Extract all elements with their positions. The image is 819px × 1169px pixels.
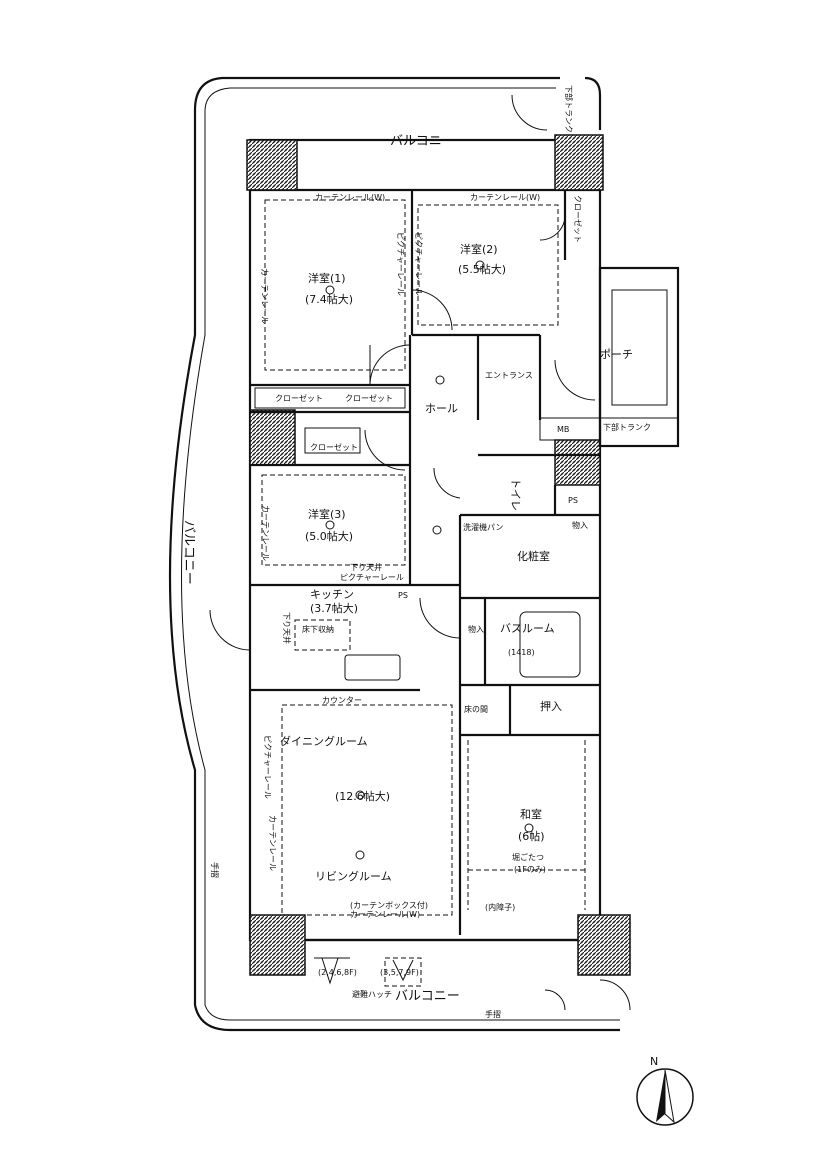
kotatsu-note: (1Fのみ)	[514, 865, 546, 874]
lowered-ceiling-label: 下り天井	[350, 562, 382, 572]
door-swings	[209, 94, 631, 1011]
curtain-rail-top-left: カーテンレール(W)	[315, 193, 385, 202]
dining-label: ダイニングルーム	[280, 734, 368, 748]
room2-name: 洋室(2)	[460, 242, 498, 256]
column-mid-left	[249, 409, 296, 466]
balcony-bottom-label: バルコニー	[395, 989, 460, 1004]
curtain-rail-top-right: カーテンレール(W)	[470, 193, 540, 202]
porch-block	[539, 266, 680, 448]
hall-label: ホール	[425, 402, 458, 415]
ps2-label: PS	[398, 591, 408, 600]
curtain-box-label: (カーテンボックス付)	[350, 900, 428, 910]
toilet-label: トイレ	[509, 478, 522, 511]
entrance-label: エントランス	[485, 371, 533, 380]
ceiling-lines	[261, 199, 586, 916]
lowered-ceiling-kitchen: 下り天井	[282, 612, 292, 644]
curtain-rail-left-room1: カーテンレール	[260, 268, 269, 324]
balcony-outline	[168, 76, 620, 1032]
balcony-top-label: バルコニー	[390, 134, 455, 149]
water-heater-label: 洗濯機パン	[463, 522, 503, 532]
picture-rail-room2: ピクチャーレール	[414, 232, 423, 296]
room3-name: 洋室(3)	[308, 507, 346, 521]
curtain-rail-bottom-label: カーテンレール(W)	[350, 910, 420, 919]
closet-strip	[254, 387, 406, 409]
inner-sash-label: (内障子)	[485, 902, 515, 912]
closet-a-label: クローゼット	[275, 393, 323, 403]
room1-name: 洋室(1)	[308, 271, 346, 285]
column-top-right	[554, 134, 604, 191]
bath-name: バスルーム	[500, 622, 555, 635]
escape-hatch-label: 避難ハッチ	[352, 989, 392, 999]
curtain-rail-room3: カーテンレール	[261, 505, 270, 561]
powder-room-label: 化粧室	[517, 549, 550, 563]
column-bottom-left	[249, 914, 306, 976]
tokonoma-label: 床の間	[464, 704, 488, 714]
north-compass: N	[636, 1055, 694, 1126]
room3-size: (5.0帖大)	[305, 529, 353, 543]
picture-rail-room3: ピクチャーレール	[340, 573, 404, 582]
handrail-left-label: 手摺	[210, 862, 220, 878]
exterior-walls	[248, 138, 630, 942]
north-label: N	[650, 1055, 658, 1068]
interior-walls	[250, 190, 600, 935]
oshiire-label: 押入	[540, 699, 562, 713]
bath-size: (1418)	[508, 648, 535, 657]
fixtures	[294, 260, 581, 860]
kitchen-size: (3.7帖大)	[310, 601, 358, 615]
linen-label: 物入	[468, 624, 484, 634]
japanese-room-name: 和室	[520, 807, 542, 821]
column-bottom-right	[577, 914, 631, 976]
closet-b-label: クローゼット	[345, 393, 393, 403]
closet-c-label: クローゼット	[310, 442, 358, 452]
storage-trunk-top-label: 下部トランク	[564, 85, 574, 133]
curtain-rail-living: カーテンレール	[268, 815, 277, 871]
closet-small-box	[304, 427, 361, 454]
japanese-room-size: (6帖)	[518, 830, 545, 843]
mb-label: MB	[557, 425, 569, 434]
column-top-left	[246, 139, 298, 191]
column-mid-right	[554, 439, 601, 486]
counter-label: カウンター	[322, 696, 362, 705]
pantry-label: 床下収納	[302, 624, 334, 634]
ps1-label: PS	[568, 496, 578, 505]
picture-rail-dining: ピクチャーレール	[263, 735, 272, 799]
picture-rail-room1: ピクチャーレール	[396, 232, 405, 296]
ldk-size: (12.6帖大)	[335, 789, 390, 803]
handrail-bottom-label: 手摺	[485, 1009, 501, 1019]
room1-size: (7.4帖大)	[305, 292, 353, 306]
living-label: リビングルーム	[315, 869, 392, 883]
escape-hatch-markers	[314, 957, 422, 987]
closet-right-label: クローゼット	[573, 195, 583, 243]
unit-a-label: (2,4,6,8F)	[318, 968, 357, 977]
balcony-left-label: バルコニー	[181, 520, 196, 585]
kitchen-name: キッチン	[310, 588, 354, 601]
porch-label: ポーチ	[600, 348, 633, 361]
kotatsu-label: 堀ごたつ	[512, 852, 544, 862]
storage-trunk-right-label: 下部トランク	[603, 422, 651, 432]
storage-small-label: 物入	[572, 520, 588, 530]
